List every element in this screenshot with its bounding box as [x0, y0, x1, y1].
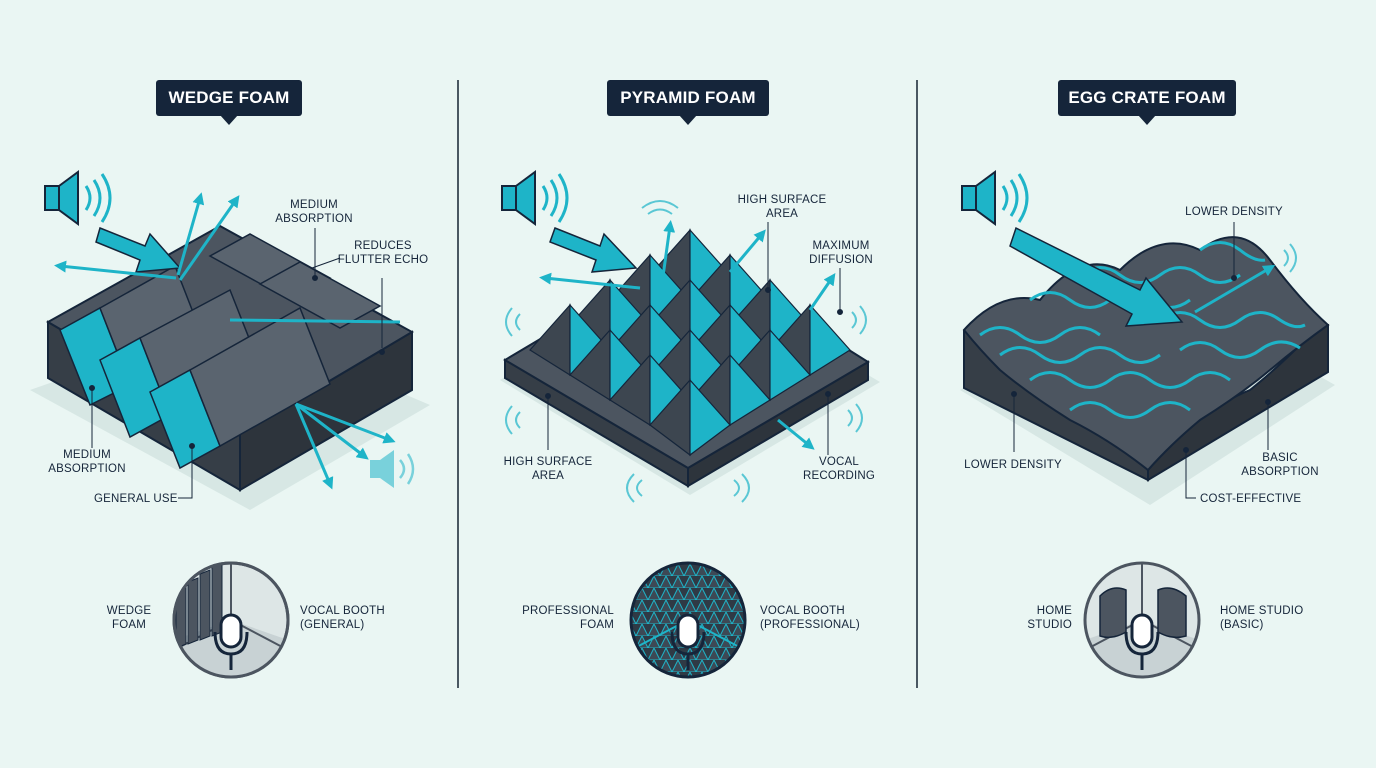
- egg-crate-speaker-icon: [961, 170, 1029, 226]
- divider-right: [916, 80, 918, 688]
- wedge-booth-label-left: WEDGE FOAM: [106, 605, 152, 631]
- egg-crate-booth-circle: [1083, 561, 1201, 679]
- pyramid-label-high-surface-area-top: HIGH SURFACE AREA: [737, 194, 827, 220]
- egg-crate-foam-title: EGG CRATE FOAM: [1058, 80, 1236, 125]
- pyramid-sound-arrows: [539, 220, 836, 450]
- wedge-label-reduces-flutter-echo: REDUCES FLUTTER ECHO: [337, 240, 429, 266]
- wedge-label-general-use: GENERAL USE: [94, 493, 178, 505]
- pyramid-booth-circle: [629, 561, 747, 679]
- egg-crate-label-lower-density-top: LOWER DENSITY: [1185, 206, 1283, 218]
- pyramid-foam-title: PYRAMID FOAM: [607, 80, 769, 125]
- pyramid-booth-label-right: VOCAL BOOTH (PROFESSIONAL): [760, 605, 860, 631]
- wedge-label-medium-absorption-top: MEDIUM ABSORPTION: [275, 199, 353, 225]
- pyramid-label-maximum-diffusion: MAXIMUM DIFFUSION: [809, 240, 873, 266]
- egg-crate-foam-block: [960, 236, 1335, 505]
- egg-crate-leader-lines: [1011, 222, 1271, 499]
- wedge-small-speaker-icon: [370, 450, 415, 488]
- pyramid-booth-label-left: PROFESSIONAL FOAM: [522, 605, 614, 631]
- pyramid-leader-lines: [545, 222, 843, 455]
- egg-crate-booth-label-right: HOME STUDIO (BASIC): [1220, 605, 1304, 631]
- wedge-foam-block: [30, 224, 430, 510]
- pyramid-foam-block: [500, 228, 880, 495]
- pyramid-label-high-surface-area-left: HIGH SURFACE AREA: [503, 456, 593, 482]
- egg-crate-label-lower-density-left: LOWER DENSITY: [964, 459, 1062, 471]
- pyramid-label-vocal-recording: VOCAL RECORDING: [802, 456, 876, 482]
- egg-crate-label-cost-effective: COST-EFFECTIVE: [1200, 493, 1302, 505]
- pyramid-speaker-icon: [501, 170, 569, 226]
- wedge-label-medium-absorption-left: MEDIUM ABSORPTION: [48, 449, 126, 475]
- egg-crate-sound-arrows: [1009, 226, 1297, 327]
- pyramid-diffusion-waves: [505, 200, 867, 503]
- egg-crate-booth-label-left: HOME STUDIO: [1027, 605, 1072, 631]
- wedge-leader-lines: [89, 228, 385, 499]
- wedge-sound-arrows: [54, 192, 396, 490]
- wedge-speaker-icon: [44, 170, 112, 226]
- egg-crate-label-basic-absorption: BASIC ABSORPTION: [1241, 452, 1319, 478]
- divider-left: [457, 80, 459, 688]
- wedge-booth-label-right: VOCAL BOOTH (GENERAL): [300, 605, 385, 631]
- wedge-foam-title: WEDGE FOAM: [156, 80, 302, 125]
- wedge-booth-circle: [172, 561, 290, 679]
